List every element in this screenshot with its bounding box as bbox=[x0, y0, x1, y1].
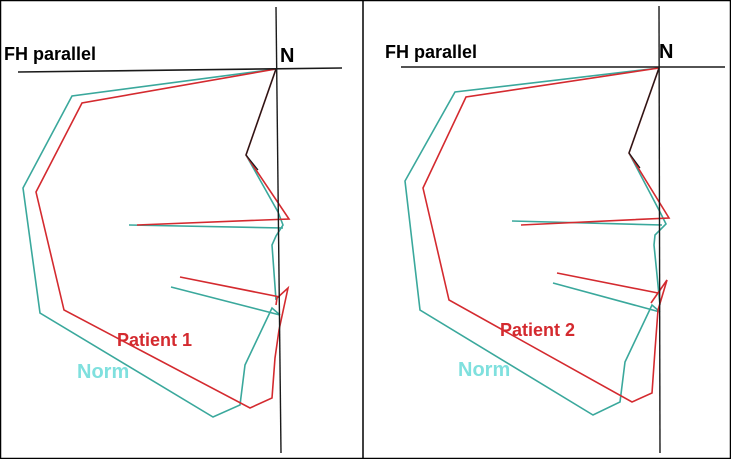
n-point-label: N bbox=[659, 41, 673, 63]
norm-outline bbox=[404, 67, 661, 416]
profile-overlap bbox=[245, 68, 277, 171]
n-vertical-line bbox=[658, 5, 661, 454]
n-vertical-line bbox=[275, 6, 282, 454]
norm-outline bbox=[22, 68, 281, 418]
patient-line-lower bbox=[179, 276, 281, 298]
norm-line-upper bbox=[128, 224, 284, 229]
norm-profile bbox=[628, 67, 667, 306]
norm-line-lower bbox=[552, 282, 661, 313]
patient-label: Patient 1 bbox=[117, 330, 192, 350]
norm-line-upper bbox=[511, 220, 663, 226]
fh-parallel-label: FH parallel bbox=[385, 42, 477, 62]
fh-parallel-label: FH parallel bbox=[4, 44, 96, 64]
norm-line-lower bbox=[170, 286, 281, 316]
patient-outline bbox=[422, 67, 668, 403]
n-point-label: N bbox=[280, 45, 294, 67]
profile-overlap bbox=[628, 67, 660, 169]
norm-label: Norm bbox=[458, 359, 510, 381]
patient-profile bbox=[520, 67, 671, 226]
fh-parallel-line bbox=[17, 67, 343, 73]
norm-label: Norm bbox=[77, 361, 129, 383]
panel-2: FH parallel N Patient 2 Norm bbox=[385, 5, 725, 454]
patient-outline bbox=[35, 68, 290, 409]
panel-1: FH parallel N Patient 1 Norm bbox=[4, 6, 343, 454]
patient-line-lower bbox=[556, 272, 659, 294]
patient-label: Patient 2 bbox=[500, 320, 575, 340]
patient-profile bbox=[136, 68, 291, 226]
